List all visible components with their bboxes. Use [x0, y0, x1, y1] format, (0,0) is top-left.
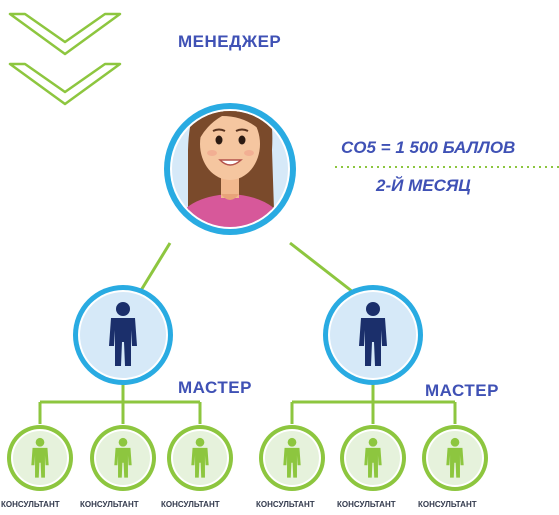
connector-lines	[38, 241, 457, 424]
consultant-label: КОНСУЛЬТАНТ	[418, 500, 477, 509]
consultant-node	[259, 425, 325, 491]
consultant-label: КОНСУЛЬТАНТ	[256, 500, 315, 509]
consultant-label: КОНСУЛЬТАНТ	[1, 500, 60, 509]
consultant-node	[167, 425, 233, 491]
woman-avatar-icon	[172, 111, 288, 227]
consultant-node	[7, 425, 73, 491]
master-node	[323, 285, 423, 385]
consultant-node	[422, 425, 488, 491]
manager-label: МЕНЕДЖЕР	[178, 32, 282, 51]
kpi-period: 2-Й МЕСЯЦ	[376, 176, 471, 195]
master-label: МАСТЕР	[178, 378, 252, 397]
kpi-points: СО5 = 1 500 БАЛЛОВ	[341, 138, 516, 157]
consultant-label: КОНСУЛЬТАНТ	[161, 500, 220, 509]
master-label: МАСТЕР	[425, 381, 499, 400]
consultant-label: КОНСУЛЬТАНТ	[80, 500, 139, 509]
manager-node	[164, 103, 296, 235]
consultant-label: КОНСУЛЬТАНТ	[337, 500, 396, 509]
master-node	[73, 285, 173, 385]
consultant-node	[90, 425, 156, 491]
consultant-node	[340, 425, 406, 491]
double-chevron-down-icon	[8, 12, 122, 106]
